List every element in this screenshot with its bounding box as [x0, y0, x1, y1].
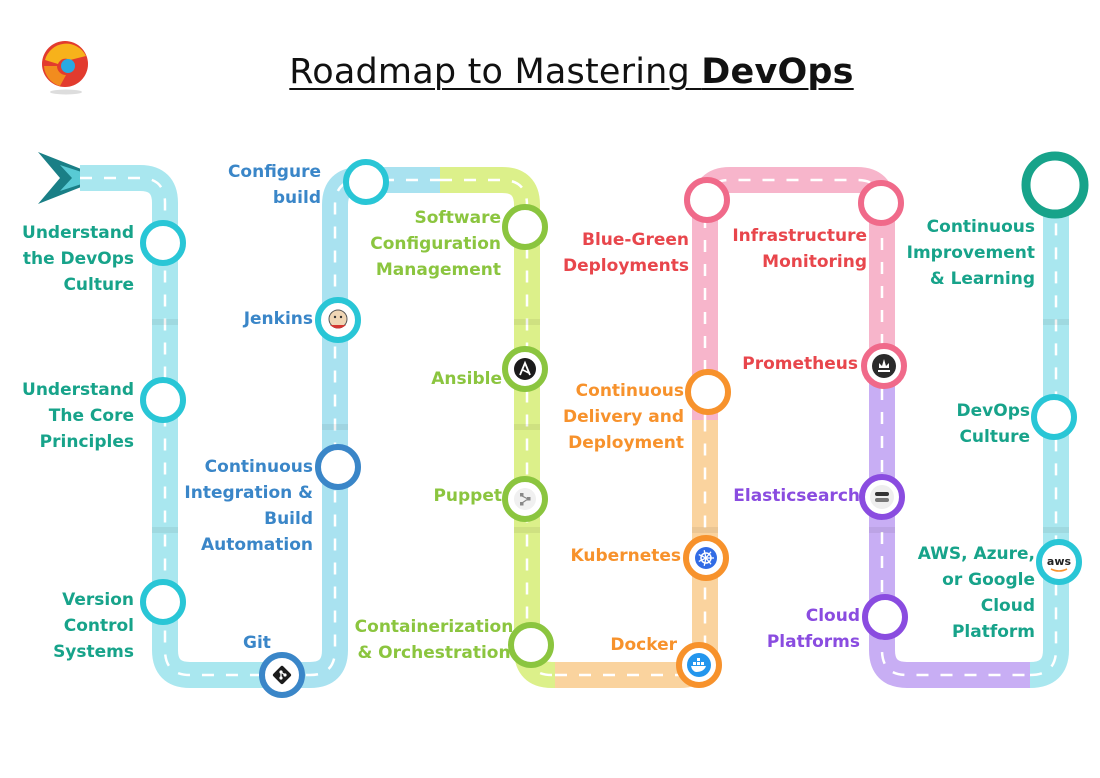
- node-aws-azure-google: aws: [1036, 539, 1082, 585]
- puppet-icon: [514, 488, 536, 510]
- road-seam: [514, 319, 540, 325]
- brand-logo-icon: [42, 41, 88, 95]
- kubernetes-icon: [695, 547, 717, 569]
- road-seam: [1043, 527, 1069, 533]
- git-icon: [272, 665, 292, 685]
- prometheus-icon: [872, 354, 896, 378]
- label-jenkins: Jenkins: [243, 309, 313, 329]
- aws-icon-text: aws: [1047, 555, 1072, 568]
- road-centerline: [440, 178, 555, 677]
- label-prometheus: Prometheus: [742, 354, 858, 374]
- label-kubernetes: Kubernetes: [570, 546, 681, 566]
- page-title: Roadmap to Mastering DevOps: [0, 52, 1100, 92]
- node-jenkins: [315, 297, 361, 343]
- node-software-configuration-management: [502, 204, 548, 250]
- docker-icon: [687, 653, 711, 677]
- title-prefix: Roadmap to Mastering: [289, 52, 690, 92]
- road-seam: [152, 527, 178, 533]
- road-segment-pink: [692, 167, 895, 420]
- label-ansible: Ansible: [431, 369, 502, 389]
- label-docker: Docker: [610, 635, 677, 655]
- label-git: Git: [243, 633, 271, 653]
- node-git: [259, 652, 305, 698]
- road-seam: [692, 527, 718, 533]
- node-kubernetes: [683, 535, 729, 581]
- node-understand-core-principles: [140, 377, 186, 423]
- node-docker: [676, 642, 722, 688]
- title-emphasis: DevOps: [701, 52, 854, 92]
- node-puppet: [502, 476, 548, 522]
- road-seam: [514, 424, 540, 430]
- road-segment-purple: [869, 364, 1030, 688]
- label-containerization: Containerization& Orchestration: [354, 617, 514, 663]
- road-centerline: [1029, 190, 1058, 677]
- node-elasticsearch: [859, 474, 905, 520]
- node-blue-green: [684, 177, 730, 223]
- node-continuous-delivery: [685, 369, 731, 415]
- road-seam: [1043, 319, 1069, 325]
- node-version-control-systems: [140, 579, 186, 625]
- node-prometheus: [861, 343, 907, 389]
- ansible-icon: [514, 358, 536, 380]
- node-cloud-platforms: [862, 594, 908, 640]
- node-containerization: [508, 622, 554, 668]
- road-centerline: [282, 178, 440, 677]
- label-elasticsearch: Elasticsearch: [733, 486, 860, 506]
- label-puppet: Puppet: [433, 486, 502, 506]
- road-centerline: [703, 178, 884, 420]
- node-devops-culture: [1031, 394, 1077, 440]
- node-ansible: [502, 346, 548, 392]
- node-infrastructure-monitoring: [858, 180, 904, 226]
- aws-icon: aws: [1047, 555, 1072, 572]
- node-configure-build: [343, 159, 389, 205]
- road-seam: [514, 527, 540, 533]
- node-continuous-improvement: [1021, 151, 1089, 219]
- jenkins-icon: [328, 309, 348, 329]
- node-understand-devops-culture: [140, 220, 186, 266]
- road-seam: [322, 424, 348, 430]
- road-centerline: [80, 176, 282, 677]
- road-seam: [152, 319, 178, 325]
- elasticsearch-icon: [870, 485, 894, 509]
- road-seam: [869, 527, 895, 533]
- node-continuous-integration: [315, 444, 361, 490]
